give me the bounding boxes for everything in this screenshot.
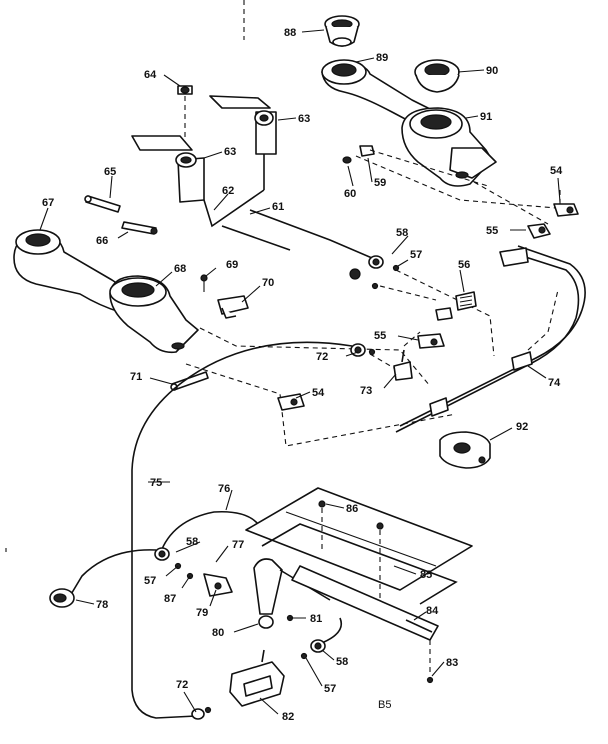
part-60-nut (342, 156, 352, 164)
callout-58: 58 (186, 536, 198, 548)
part-65-orifice (84, 195, 121, 213)
callout-85: 85 (420, 569, 432, 581)
callout-63: 63 (224, 146, 236, 158)
part-58-fitting-lower (310, 617, 343, 653)
callout-78: 78 (96, 599, 108, 611)
part-69-screw (200, 274, 208, 292)
callout-labels: 88 89 90 91 64 63 63 60 59 54 65 62 61 6… (42, 27, 563, 723)
page-code: B5 (378, 699, 391, 711)
callout-68: 68 (174, 263, 186, 275)
callout-58: 58 (336, 656, 348, 668)
part-67-burner-arm (13, 229, 137, 313)
callout-83: 83 (446, 657, 458, 669)
part-72-fitting-upper (350, 343, 376, 357)
callout-88: 88 (284, 27, 296, 39)
callout-91: 91 (480, 111, 492, 123)
callout-67: 67 (42, 197, 54, 209)
callout-84: 84 (426, 605, 439, 617)
callout-80: 80 (212, 627, 224, 639)
part-73-valve (393, 349, 413, 381)
callout-87: 87 (164, 593, 176, 605)
callout-82: 82 (282, 711, 294, 723)
part-83-screw (426, 640, 434, 684)
part-70-clip (217, 295, 249, 319)
callout-77: 77 (232, 539, 244, 551)
part-90-burner-cap (414, 59, 460, 93)
callout-64: 64 (144, 69, 157, 81)
part-66-orifice (121, 221, 158, 235)
part-63-bracket-right (209, 95, 277, 190)
callout-57: 57 (144, 575, 156, 587)
callout-73: 73 (360, 385, 372, 397)
callout-58: 58 (396, 227, 408, 239)
callout-75: 75 (150, 477, 162, 489)
callout-74: 74 (548, 377, 561, 389)
part-55-fitting-lower (417, 333, 445, 349)
part-55-fitting-top (527, 223, 551, 239)
callout-61: 61 (272, 201, 284, 213)
part-71-orifice (170, 371, 209, 391)
part-86-screws (318, 500, 384, 610)
callout-66: 66 (96, 235, 108, 247)
part-63-bracket-left (131, 135, 205, 203)
callout-57: 57 (410, 249, 422, 261)
part-54-valve-top (553, 190, 579, 217)
part-85-shield (245, 487, 473, 605)
part-57-washer-lower (300, 652, 308, 660)
callout-54: 54 (312, 387, 325, 399)
part-61-gas-tube (221, 209, 373, 259)
part-57-washer-upper (371, 264, 400, 290)
part-59-fitting (359, 145, 375, 157)
part-92-ignitor (439, 431, 491, 469)
part-62-gas-tube (203, 189, 265, 228)
callout-54: 54 (550, 165, 563, 177)
callout-63: 63 (298, 113, 310, 125)
part-54-valve-lower (277, 393, 305, 411)
callout-70: 70 (262, 277, 274, 289)
part-72-fitting-lower (191, 706, 212, 720)
callout-90: 90 (486, 65, 498, 77)
part-58-fitting-upper (349, 255, 384, 280)
callout-56: 56 (458, 259, 470, 271)
part-88-burner-cap (324, 15, 360, 47)
callout-86: 86 (346, 503, 358, 515)
callout-71: 71 (130, 371, 142, 383)
callout-55: 55 (486, 225, 498, 237)
callout-57: 57 (324, 683, 336, 695)
part-75-gas-line (131, 341, 353, 719)
callout-92: 92 (516, 421, 528, 433)
callout-72: 72 (176, 679, 188, 691)
part-79-valve (203, 573, 233, 597)
leader-lines (39, 29, 561, 715)
part-76-cable (69, 510, 259, 597)
callout-59: 59 (374, 177, 386, 189)
callout-55: 55 (374, 330, 386, 342)
guide-lines-upper (355, 149, 557, 357)
callout-65: 65 (104, 166, 116, 178)
callout-69: 69 (226, 259, 238, 271)
part-58-fitting-middle (154, 547, 194, 580)
part-68-burner-assembly (109, 275, 199, 354)
callout-72: 72 (316, 351, 328, 363)
part-80-valve-stem (253, 558, 331, 629)
part-78-connector (49, 588, 75, 608)
part-56-spring (435, 291, 477, 321)
callout-79: 79 (196, 607, 208, 619)
callout-89: 89 (376, 52, 388, 64)
callout-60: 60 (344, 188, 356, 200)
callout-76: 76 (218, 483, 230, 495)
callout-81: 81 (310, 613, 322, 625)
part-64-orifice (177, 85, 193, 150)
part-82-regulator (229, 649, 285, 707)
part-74-manifold (395, 245, 586, 433)
callout-62: 62 (222, 185, 234, 197)
